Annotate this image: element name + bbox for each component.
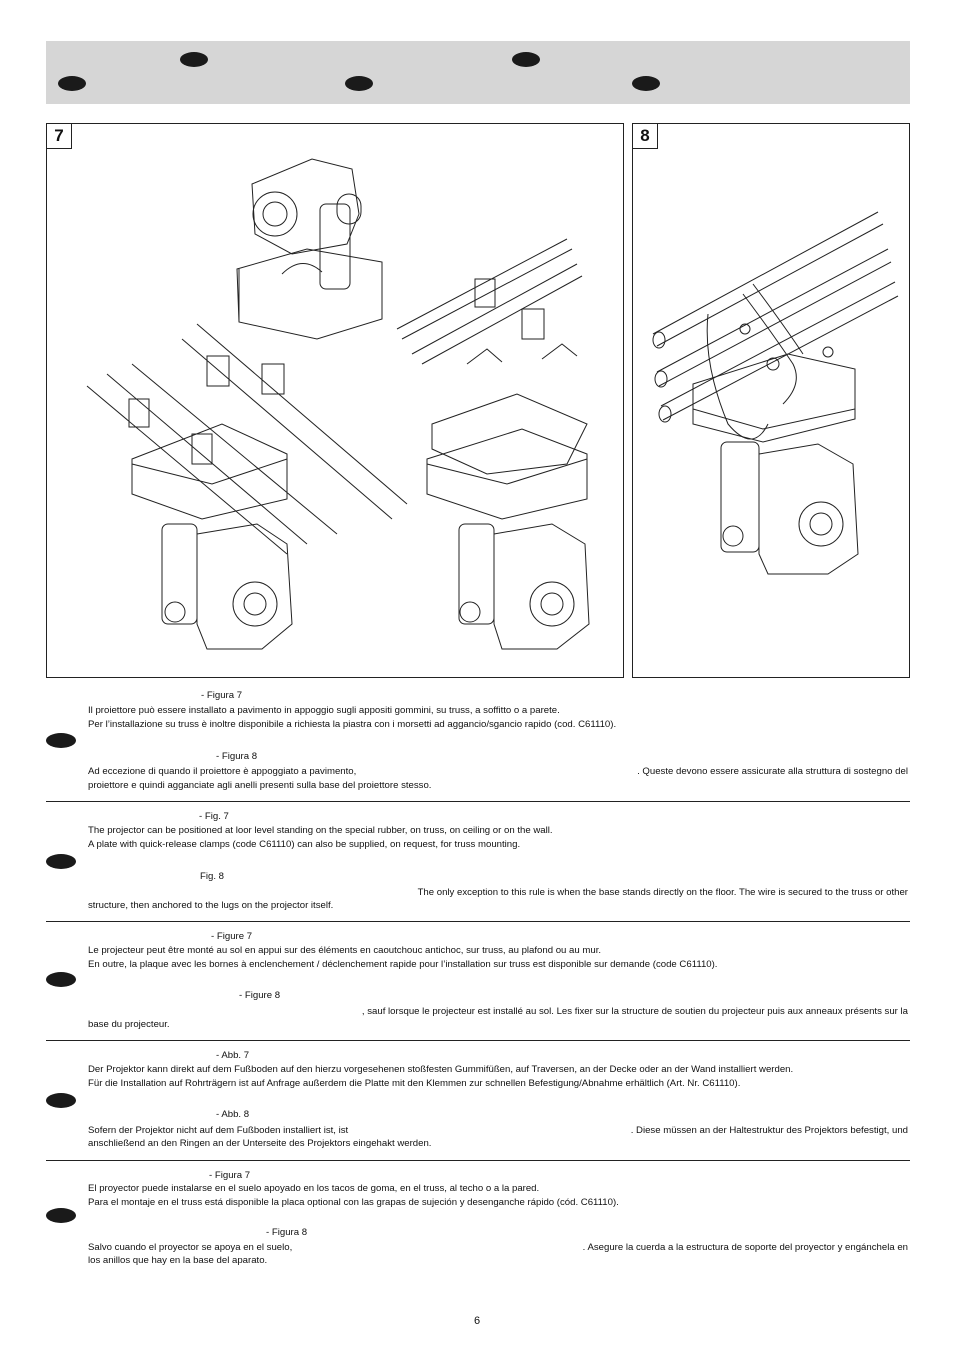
paragraph-line: proiettore e quindi agganciate agli anel…: [88, 780, 432, 791]
figure-reference: - Figura 7: [201, 690, 243, 701]
paragraph-line: base du projecteur.: [88, 1019, 170, 1030]
text-section: - Figura 7 El proyector puede instalarse…: [46, 1168, 910, 1278]
paragraph-line: En outre, la plaque avec les bornes à en…: [88, 959, 718, 970]
paragraph-line: El proyector puede instalarse en el suel…: [88, 1183, 540, 1194]
paragraph-line: Le projecteur peut être monté au sol en …: [88, 945, 602, 956]
language-marker-icon: [46, 733, 76, 748]
figure-8-panel: 8: [632, 123, 910, 678]
paragraph-line: los anillos que hay en la base del apara…: [88, 1255, 268, 1266]
paragraph-line: . Queste devono essere assicurate alla s…: [637, 766, 908, 777]
paragraph-line: Salvo cuando el proyector se apoya en el…: [88, 1242, 293, 1253]
figure-reference: Fig. 8: [200, 871, 224, 882]
figure-number: 7: [47, 124, 72, 149]
text-section: - Figure 7 Le projecteur peut être monté…: [46, 929, 910, 1039]
language-marker-icon: [345, 76, 373, 91]
figure-7-panel: 7: [46, 123, 624, 678]
language-marker-icon: [46, 854, 76, 869]
language-marker-icon: [46, 1208, 76, 1223]
figure-reference: - Figure 7: [211, 931, 253, 942]
paragraph-line: A plate with quick-release clamps (code …: [88, 839, 521, 850]
language-marker-icon: [46, 972, 76, 987]
figure-reference: - Abb. 7: [216, 1050, 250, 1061]
paragraph-line: Für die Installation auf Rohrträgern ist…: [88, 1078, 741, 1089]
language-marker-icon: [180, 52, 208, 67]
text-section: - Fig. 7 The projector can be positioned…: [46, 809, 910, 919]
paragraph-line: . Diese müssen an der Haltestruktur des …: [630, 1125, 908, 1136]
paragraph-line: . Asegure la cuerda a la estructura de s…: [582, 1242, 908, 1253]
paragraph-line: structure, then anchored to the lugs on …: [88, 900, 334, 911]
paragraph-line: Il proiettore può essere installato a pa…: [88, 705, 560, 716]
paragraph-line: Ad eccezione di quando il proiettore è a…: [88, 766, 357, 777]
figure-reference: - Abb. 8: [216, 1109, 250, 1120]
paragraph-line: Sofern der Projektor nicht auf dem Fußbo…: [88, 1125, 349, 1136]
paragraph-line: Der Projektor kann direkt auf dem Fußbod…: [88, 1064, 794, 1075]
paragraph-line: Per l’installazione su truss è inoltre d…: [88, 719, 617, 730]
language-marker-icon: [512, 52, 540, 67]
paragraph-line: The only exception to this rule is when …: [417, 887, 908, 898]
text-section: - Figura 7 Il proiettore può essere inst…: [46, 689, 910, 799]
figure-reference: - Figura 8: [216, 751, 258, 762]
language-header-band: [46, 41, 910, 104]
paragraph-line: The projector can be positioned at loor …: [88, 825, 553, 836]
paragraph-line: , sauf lorsque le projecteur est install…: [361, 1006, 908, 1017]
paragraph-line: anschließend an den Ringen an der Unters…: [88, 1138, 432, 1149]
figure-reference: - Figura 7: [209, 1170, 251, 1181]
figure-reference: - Figure 8: [239, 990, 281, 1001]
figure-7-drawing: [86, 158, 590, 650]
section-divider: [46, 1040, 910, 1041]
section-divider: [46, 801, 910, 802]
section-divider: [46, 921, 910, 922]
figure-8-drawing: [652, 211, 899, 575]
paragraph-line: Para el montaje en el truss está disponi…: [88, 1197, 619, 1208]
figure-reference: - Figura 8: [266, 1227, 308, 1238]
language-marker-icon: [46, 1093, 76, 1108]
figure-number: 8: [633, 124, 658, 149]
text-section: - Abb. 7 Der Projektor kann direkt auf d…: [46, 1048, 910, 1158]
language-marker-icon: [58, 76, 86, 91]
language-marker-icon: [632, 76, 660, 91]
page-number: 6: [473, 1315, 481, 1327]
figure-reference: - Fig. 7: [199, 811, 229, 822]
section-divider: [46, 1160, 910, 1161]
